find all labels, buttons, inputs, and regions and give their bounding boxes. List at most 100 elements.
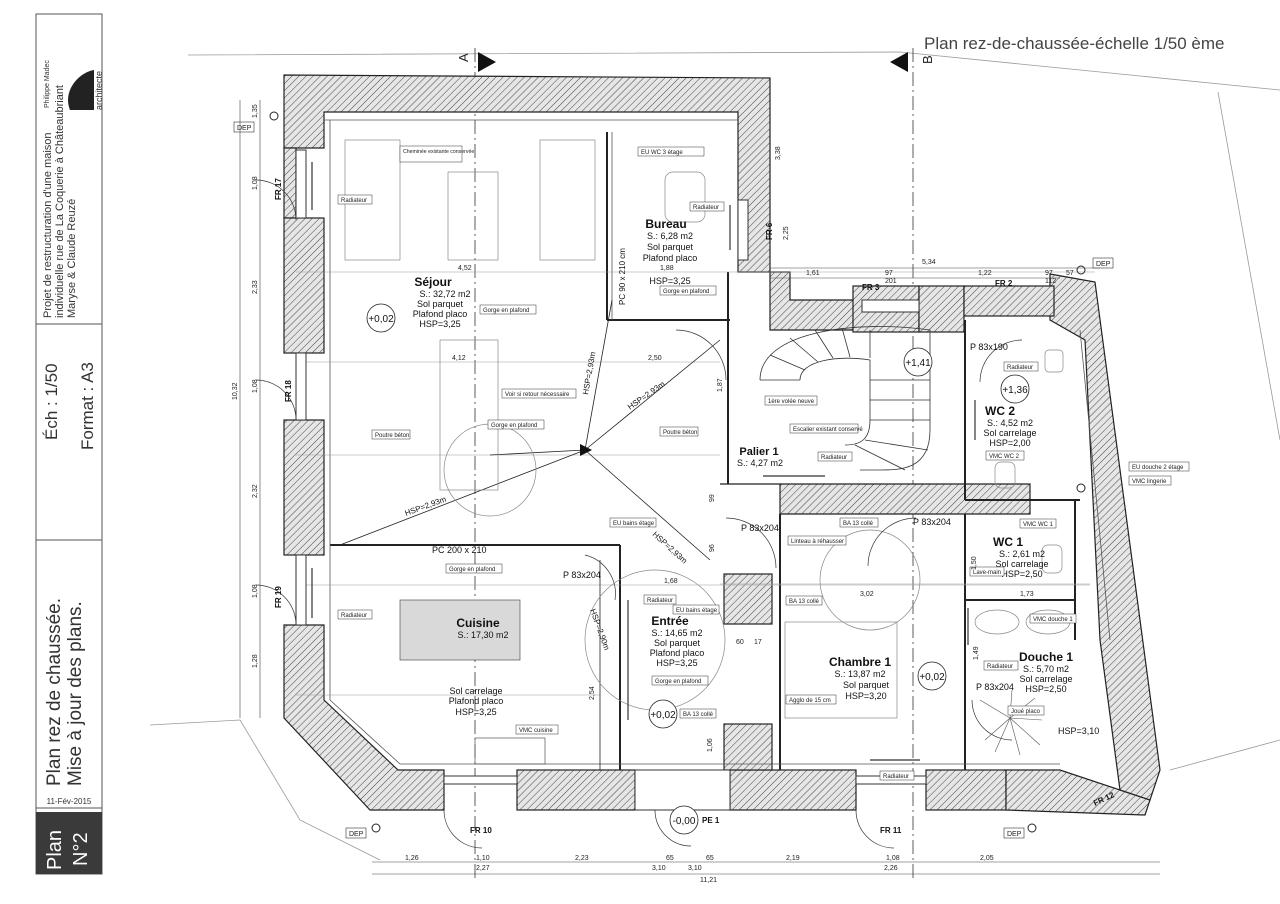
room-floor: Sol parquet	[417, 299, 464, 309]
note-radiateur-6: Radiateur	[1007, 365, 1033, 371]
dim-int-9: 2,54	[589, 686, 596, 700]
room-cuisine: Cuisine S.: 17,30 m2 Sol carrelage Plafo…	[449, 616, 509, 717]
level-pe1: -0,00	[673, 816, 696, 827]
format-label: Format : A3	[78, 362, 97, 450]
section-a-label: A	[456, 53, 471, 62]
door-p83x190: P 83x190	[970, 342, 1008, 352]
hsp-diag-4: HSP=2,93m	[651, 530, 689, 566]
door-pe1: PE 1	[702, 816, 720, 825]
room-hsp: HSP=3,25	[455, 707, 496, 717]
level-stair: +1,41	[905, 358, 931, 369]
dim-left-1: 1,35	[252, 104, 259, 118]
plan-number: N°2	[70, 832, 92, 866]
room-floor: Sol parquet	[843, 680, 890, 690]
window-fr17: FR 17	[274, 178, 283, 200]
dim-bottom-4: 65	[666, 855, 674, 862]
dep-label-2: DEP	[1096, 261, 1111, 268]
room-ceiling: Plafond placo	[643, 253, 698, 263]
room-ceiling: Plafond placo	[413, 309, 468, 319]
window-fr11: FR 11	[880, 826, 902, 835]
hsp-diag-3: HSP=2,93m	[581, 351, 597, 396]
room-hsp: HSP=3,20	[845, 691, 886, 701]
room-area: S.: 32,72 m2	[419, 289, 470, 299]
dim-int-4: 2,50	[648, 355, 662, 362]
dim-top-5: 57	[1066, 270, 1074, 277]
level-wc2: +1,36	[1002, 385, 1028, 396]
room-floor: Sol carrelage	[449, 686, 502, 696]
room-name: Palier 1	[739, 446, 778, 458]
door-pc90: PC 90 x 210 cm	[618, 248, 627, 305]
exterior-walls	[283, 74, 1161, 816]
note-agglo: Agglo de 15 cm	[789, 698, 831, 704]
dim-int-6: 3,02	[860, 591, 874, 598]
note-poutre-1: Poutre béton	[375, 433, 409, 439]
title-block: Philippe Madec architecte Projet de rest…	[0, 0, 110, 904]
dimension-values: 1,26 1,10 2,23 65 65 2,19 1,08 2,05 2,27…	[232, 104, 1074, 884]
room-hsp: HSP=3,25	[419, 319, 460, 329]
dim-int-11: 60	[736, 639, 744, 646]
plan-title-line-1: Plan rez de chaussée.	[44, 597, 65, 786]
note-radiateur-3: Radiateur	[693, 205, 719, 211]
room-area: S.: 4,27 m2	[737, 458, 783, 468]
window-fr18: FR 18	[284, 380, 293, 402]
dim-int-8: 1,50	[971, 556, 978, 570]
room-area: S.: 5,70 m2	[1023, 664, 1069, 674]
note-vmc-douche: VMC douche 1	[1033, 617, 1073, 623]
room-hsp: HSP=2,00	[989, 438, 1030, 448]
note-gorge-4: Gorge en plafond	[449, 567, 495, 573]
dim-bottom-9: 2,27	[476, 865, 490, 872]
door-p83-3: P 83x204	[563, 570, 601, 580]
window-fr2: FR 2	[995, 279, 1013, 288]
note-radiateur-4: Radiateur	[821, 455, 847, 461]
project-line-3: Maryse & Claude Reuzé	[66, 198, 78, 318]
plan-header-title: Plan rez-de-chaussée-échelle 1/50 ème	[924, 34, 1225, 53]
level-sejour: +0,02	[368, 314, 394, 325]
hsp-center-marker	[580, 444, 592, 456]
room-name: Cuisine	[456, 616, 500, 630]
room-entree: Entrée S.: 14,65 m2 Sol parquet Plafond …	[650, 614, 705, 668]
door-p83-4: P 83x204	[976, 682, 1014, 692]
dim-int-2: 4,12	[452, 355, 466, 362]
note-escalier: Escalier existant conservé	[793, 427, 863, 433]
plan-label: Plan	[44, 829, 66, 870]
project-description: Projet de restructuration d'une maison i…	[42, 85, 78, 318]
dim-top-4: 97	[1045, 270, 1053, 277]
dim-top-1: 1,61	[806, 270, 820, 277]
dep-label-3: DEP	[349, 831, 364, 838]
room-floor: Sol parquet	[654, 638, 701, 648]
room-floor: Sol parquet	[647, 242, 694, 252]
dim-bottom-total: 11,21	[700, 877, 717, 884]
furniture	[344, 139, 1071, 765]
room-bureau: Bureau S.: 6,28 m2 Sol parquet Plafond p…	[643, 217, 698, 286]
room-ceiling: Plafond placo	[449, 696, 504, 706]
note-volee: 1ère volée neuve	[768, 399, 815, 405]
note-radiateur-8: Radiateur	[647, 598, 673, 604]
note-eu-wc3: EU WC 3 étage	[641, 150, 683, 156]
dim-left-2: 1,08	[252, 176, 259, 190]
room-name: Séjour	[414, 275, 452, 289]
dim-bottom-5: 65	[706, 855, 714, 862]
door-pc200: PC 200 x 210	[432, 545, 487, 555]
dep-label-4: DEP	[1007, 831, 1022, 838]
dim-int-10: 1,06	[707, 738, 714, 752]
dim-int-17: 3,38	[775, 146, 782, 160]
room-wc1: WC 1 S.: 2,61 m2 Sol carrelage HSP=2,50	[993, 535, 1049, 579]
room-floor: Sol carrelage	[983, 428, 1036, 438]
room-area: S.: 6,28 m2	[647, 231, 693, 241]
note-poutre-2: Poutre béton	[663, 430, 697, 436]
room-sejour: Séjour S.: 32,72 m2 Sol parquet Plafond …	[413, 275, 471, 329]
dep-label-1: DEP	[237, 125, 252, 132]
dim-bottom-3: 2,23	[575, 855, 589, 862]
note-vmc-cuisine: VMC cuisine	[519, 728, 553, 734]
dim-left-4: 1,08	[252, 379, 259, 393]
room-name: Entrée	[651, 614, 689, 628]
dim-left-total: 10,32	[232, 382, 239, 400]
dim-top-6: 5,34	[922, 259, 936, 266]
note-voir: Voir si retour nécessaire	[505, 392, 570, 398]
dim-int-15: 99	[709, 494, 716, 502]
room-palier: Palier 1 S.: 4,27 m2	[737, 446, 783, 468]
door-swings	[255, 179, 1023, 849]
dimension-lines	[239, 100, 1160, 875]
section-axes	[474, 48, 914, 880]
window-fr10: FR 10	[470, 826, 492, 835]
